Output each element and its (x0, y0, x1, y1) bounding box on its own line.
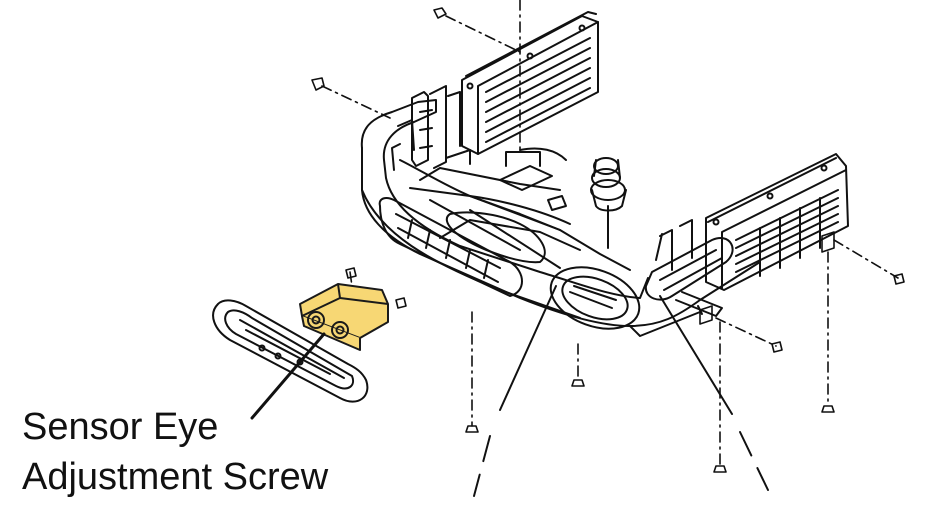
callout-label-line-2: Adjustment Screw (22, 456, 329, 498)
internal-frame (409, 147, 631, 271)
callout-leader-line (250, 332, 326, 420)
light-lens (549, 266, 641, 330)
base-housing (360, 99, 761, 337)
adjustment-screw-icon (307, 311, 349, 339)
callout-label-line-1: Sensor Eye (22, 406, 219, 448)
fasteners (311, 7, 905, 473)
side-vent-panel (705, 153, 849, 291)
lens-cover (212, 299, 369, 403)
sensor-eye-unit (299, 283, 389, 351)
rear-vent-panel (461, 11, 599, 155)
front-right-bezel (644, 219, 734, 301)
coil-assembly (590, 157, 627, 249)
base-vent-slots (378, 197, 523, 297)
pointer-lines (473, 285, 769, 497)
left-brackets (391, 85, 461, 171)
